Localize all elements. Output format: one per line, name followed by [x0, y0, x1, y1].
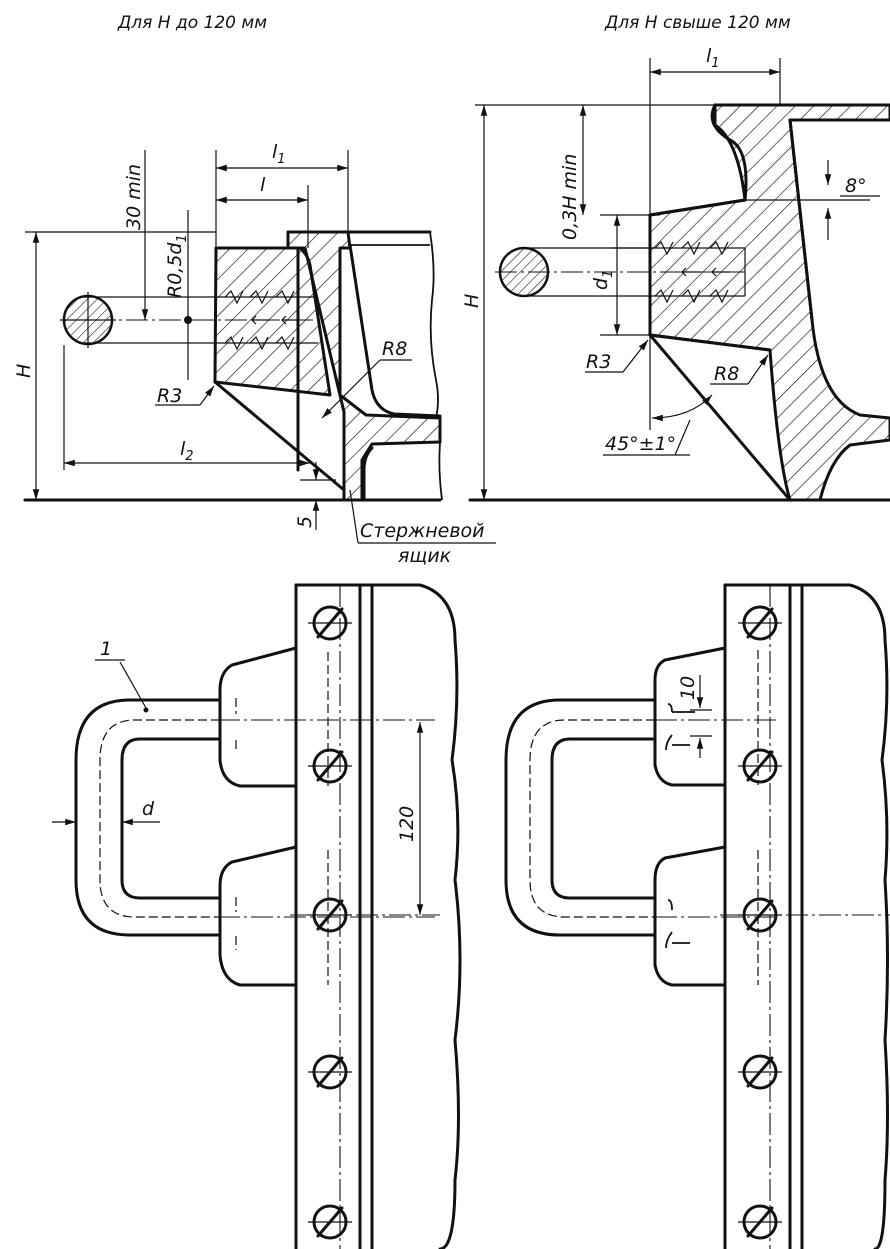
dim-l1-left: l1 [272, 141, 286, 167]
left-section-view: l1 l 30 min R0,5d1 H R3 R8 l2 5 [13, 141, 496, 567]
label-core-box: Стержневой [360, 520, 484, 542]
screw-icon [308, 1054, 352, 1090]
dim-angle-8: 8° [845, 175, 867, 197]
lug-section [213, 246, 332, 397]
right-core-section [648, 103, 890, 502]
dim-r3-right: R3 [586, 351, 611, 373]
lug-bottom [218, 845, 298, 987]
dim-l1-right: l1 [706, 45, 720, 71]
dim-l-left: l [260, 174, 266, 196]
bottom-left-view: 1 d 120 [52, 583, 462, 1249]
dim-03h-min: 0,3H min [559, 154, 581, 240]
dim-r3-left: R3 [157, 385, 182, 407]
caption-left: Для Н до 120 мм [117, 13, 267, 33]
screw-icon [738, 605, 782, 641]
dim-r8-right: R8 [714, 363, 739, 385]
label-core-box-2: ящик [398, 545, 452, 567]
dim-10: 10 [677, 676, 699, 700]
dim-d1-right: d1 [590, 270, 616, 290]
rod-section-circle-right [498, 246, 550, 298]
dim-h-right: H [461, 294, 483, 308]
right-section-view: l1 H 0,3H min d1 8° R3 R8 45°±1° [461, 45, 890, 502]
bottom-right-view: 10 [504, 583, 890, 1249]
dim-30min: 30 min [123, 164, 145, 230]
screw-icon [308, 1204, 352, 1240]
core-box-section [286, 230, 442, 502]
dim-r05d1: R0,5d1 [164, 234, 190, 298]
screw-icon [308, 605, 352, 641]
screw-icon [738, 748, 782, 784]
screw-icon [738, 1204, 782, 1240]
dim-r8-left: R8 [382, 338, 407, 360]
dim-d: d [142, 798, 155, 820]
position-1: 1 [100, 638, 112, 660]
caption-right: Для Н свыше 120 мм [604, 13, 791, 33]
dim-l2-left: l2 [180, 438, 194, 464]
screw-icon [738, 1054, 782, 1090]
dim-120: 120 [396, 806, 418, 842]
lug-top [218, 646, 298, 788]
dim-h-left: H [13, 364, 35, 378]
dim-5: 5 [294, 516, 316, 528]
dim-angle-45: 45°±1° [605, 433, 676, 455]
screw-icon [308, 748, 352, 784]
